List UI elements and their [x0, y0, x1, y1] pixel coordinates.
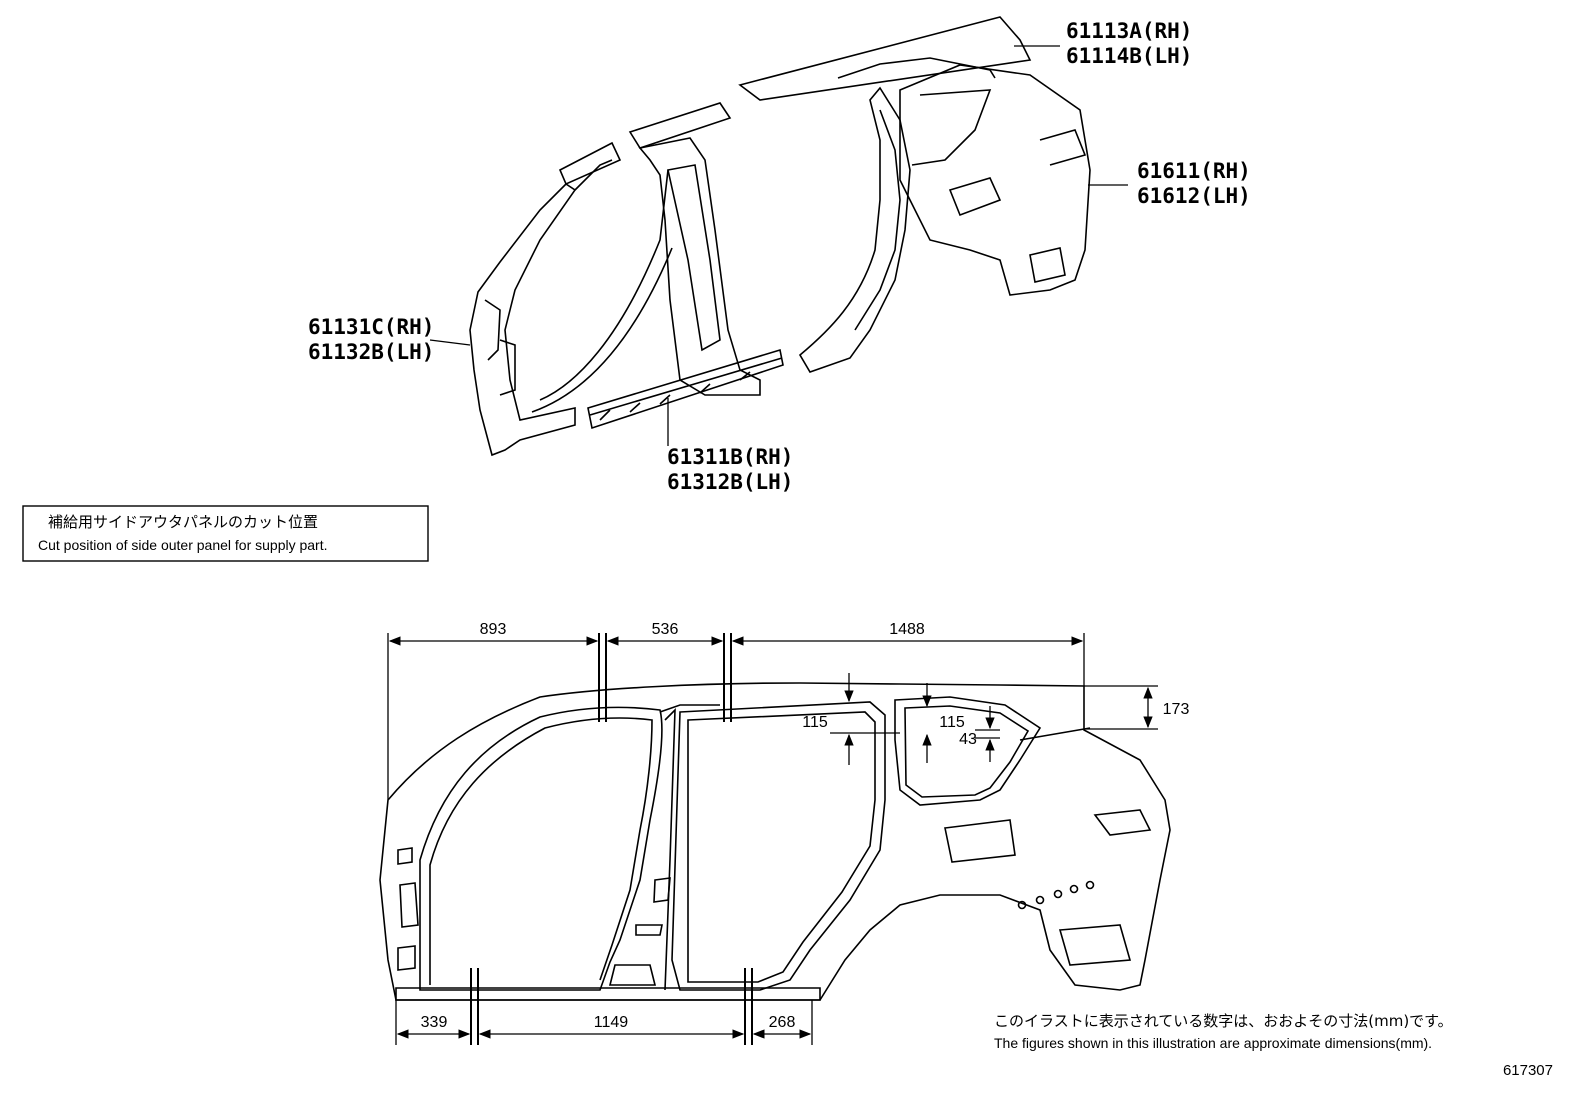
- dim-vertical-1: 115: [802, 714, 828, 731]
- exploded-side-panel-illustration: [469, 16, 1091, 457]
- center-pillar: [664, 708, 676, 991]
- fuel-door-recess: [944, 819, 1016, 863]
- part-label-rocker-rh: 61311B(RH): [667, 445, 793, 469]
- part-label-pillar-lh: 61132B(LH): [308, 340, 434, 364]
- dimension-arrows: [388, 636, 1153, 1039]
- cut-box-title-en: Cut position of side outer panel for sup…: [38, 537, 328, 553]
- leader-lines: [429, 45, 1128, 446]
- note-jp: このイラストに表示されている数字は、おおよその寸法(mm)です。: [994, 1012, 1453, 1030]
- illustration-id: 617307: [1503, 1062, 1553, 1079]
- part-label-quarter-rh: 61611(RH): [1137, 159, 1251, 183]
- cut-box-title-jp: 補給用サイドアウタパネルのカット位置: [48, 513, 318, 531]
- quarter-window: [894, 696, 1042, 806]
- quarter-panel-outline: [899, 64, 1091, 296]
- rear-door-opening: [798, 86, 911, 373]
- side-panel-dimension-drawing: [379, 682, 1171, 1001]
- cut-lines: [470, 633, 753, 1045]
- dim-bottom-3: 268: [769, 1014, 796, 1031]
- dim-vertical-4: 173: [1163, 701, 1190, 718]
- extension-lines: [387, 633, 1158, 1045]
- dim-top-1: 893: [480, 621, 507, 638]
- front-door-opening: [419, 706, 663, 991]
- part-label-rocker-lh: 61312B(LH): [667, 470, 793, 494]
- dim-vertical-3: 43: [959, 731, 977, 748]
- body-outline: [379, 682, 1171, 1001]
- roof-rail-middle-piece: [628, 102, 732, 149]
- cut-position-box: [22, 505, 429, 562]
- dim-top-2: 536: [652, 621, 679, 638]
- center-pillar-outline: [638, 137, 761, 396]
- part-label-roof-lh: 61114B(LH): [1066, 44, 1192, 68]
- rear-door-opening: [671, 701, 886, 991]
- fuel-door: [948, 177, 1002, 217]
- roof-rail-rear-piece: [738, 16, 1032, 101]
- note-en: The figures shown in this illustration a…: [994, 1035, 1432, 1051]
- part-label-roof-rh: 61113A(RH): [1066, 19, 1192, 43]
- dim-bottom-1: 339: [421, 1014, 448, 1031]
- dim-bottom-2: 1149: [594, 1014, 629, 1031]
- front-pillar-outline: [469, 182, 577, 457]
- part-label-pillar-rh: 61131C(RH): [308, 315, 434, 339]
- rocker-panel-outline: [587, 348, 784, 430]
- part-label-quarter-lh: 61612(LH): [1137, 184, 1251, 208]
- dim-vertical-2: 115: [939, 714, 965, 731]
- front-pillar-top-piece: [558, 141, 622, 186]
- dim-top-3: 1488: [889, 621, 925, 638]
